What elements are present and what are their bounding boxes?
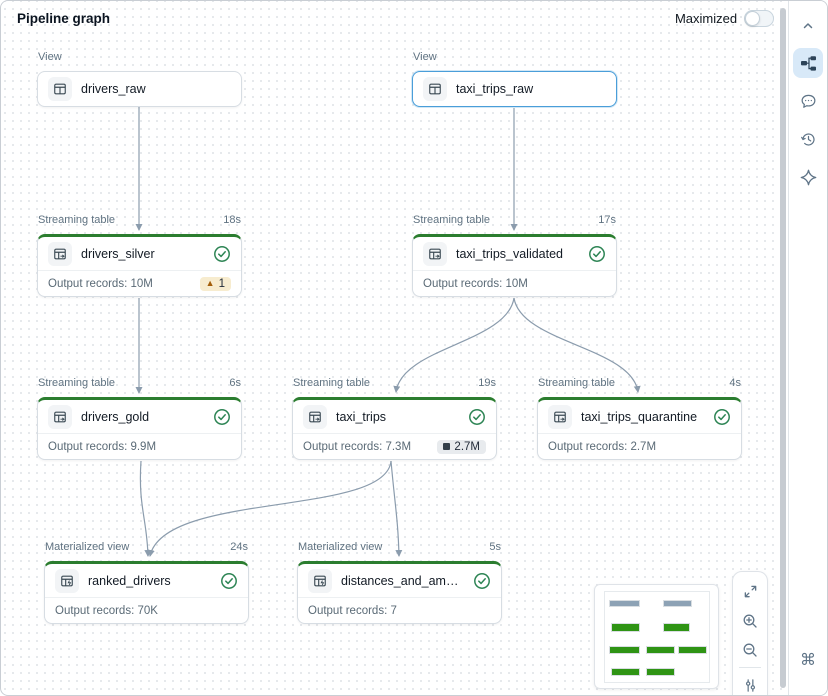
dropped-square-icon — [443, 443, 451, 450]
maximized-toggle[interactable] — [744, 10, 775, 27]
minimap-node — [678, 646, 707, 654]
minimap-node — [646, 668, 675, 676]
command-icon: ⌘ — [800, 652, 817, 669]
node-duration: 18s — [223, 214, 241, 226]
page-title: Pipeline graph — [17, 11, 111, 26]
streaming-table-icon — [548, 404, 572, 429]
success-check-icon — [473, 572, 491, 590]
output-records: Output records: 10M — [423, 277, 528, 290]
warning-badge[interactable]: ▲ 1 — [199, 276, 231, 291]
success-check-icon — [588, 245, 606, 263]
node-duration: 24s — [230, 541, 248, 553]
node-distances-and-amounts[interactable]: Materialized view 5s distances_and_amoun… — [297, 541, 502, 624]
assistant-sparkle-tab[interactable] — [793, 162, 823, 192]
node-drivers-gold[interactable]: Streaming table 6s drivers_gold Output r… — [37, 377, 242, 460]
minimap[interactable] — [594, 584, 719, 689]
output-records: Output records: 10M — [48, 277, 153, 290]
comments-tab[interactable] — [793, 86, 823, 116]
node-kind-label: Streaming table — [293, 377, 371, 389]
node-name: taxi_trips — [336, 409, 387, 424]
success-check-icon — [213, 408, 231, 426]
minimap-viewport — [604, 591, 710, 683]
warning-triangle-icon: ▲ — [205, 278, 215, 288]
node-duration: 17s — [598, 214, 616, 226]
collapse-panel-button[interactable] — [793, 11, 823, 41]
success-check-icon — [213, 245, 231, 263]
node-duration: 5s — [489, 541, 501, 553]
node-kind-label: Materialized view — [45, 541, 130, 553]
canvas-controls — [732, 571, 768, 695]
toggle-knob — [745, 11, 761, 26]
output-records: Output records: 2.7M — [548, 440, 657, 453]
output-records: Output records: 7.3M — [303, 440, 412, 453]
node-kind-label: Streaming table — [538, 377, 616, 389]
node-kind-label: View — [38, 51, 62, 63]
node-name: ranked_drivers — [88, 573, 171, 588]
controls-divider — [739, 667, 761, 668]
graph-canvas[interactable]: Pipeline graph Maximized View drivers_ra… — [1, 1, 790, 695]
minimap-node — [663, 623, 690, 632]
node-duration: 6s — [229, 377, 241, 389]
minimap-node — [646, 646, 675, 654]
view-table-icon — [423, 77, 447, 101]
node-kind-label: Streaming table — [413, 214, 491, 226]
node-name: drivers_gold — [81, 409, 150, 424]
right-sidebar: ⌘ — [789, 1, 827, 695]
node-kind-label: Streaming table — [38, 377, 116, 389]
node-name: taxi_trips_raw — [456, 82, 534, 96]
dropped-records-badge[interactable]: 2.7M — [437, 439, 486, 454]
vertical-scrollbar[interactable] — [780, 8, 787, 688]
node-name: drivers_silver — [81, 246, 155, 261]
node-name: distances_and_amounts_b... — [341, 573, 464, 588]
view-table-icon — [48, 77, 72, 101]
success-check-icon — [468, 408, 486, 426]
maximized-label: Maximized — [674, 11, 738, 26]
materialized-view-icon — [308, 568, 332, 593]
minimap-node — [611, 623, 640, 632]
node-duration: 4s — [729, 377, 741, 389]
output-records: Output records: 7 — [308, 604, 397, 617]
node-taxi-trips-quarantine[interactable]: Streaming table 4s taxi_trips_quarantine… — [537, 377, 742, 460]
output-records: Output records: 70K — [55, 604, 158, 617]
minimap-node — [609, 646, 640, 654]
node-kind-label: Materialized view — [298, 541, 383, 553]
output-records: Output records: 9.9M — [48, 440, 157, 453]
minimap-node — [611, 668, 640, 676]
success-check-icon — [220, 572, 238, 590]
graph-settings-button[interactable] — [736, 672, 764, 695]
node-kind-label: View — [413, 51, 437, 63]
node-duration: 19s — [478, 377, 496, 389]
node-ranked-drivers[interactable]: Materialized view 24s ranked_drivers Out… — [44, 541, 249, 624]
zoom-out-button[interactable] — [736, 636, 764, 663]
node-taxi-trips-validated[interactable]: Streaming table 17s taxi_trips_validated… — [412, 214, 617, 297]
streaming-table-icon — [48, 241, 72, 266]
pipeline-graph-tab[interactable] — [793, 48, 824, 78]
zoom-in-button[interactable] — [736, 607, 764, 634]
node-name: taxi_trips_quarantine — [581, 409, 698, 424]
minimap-node — [663, 600, 692, 607]
node-name: drivers_raw — [81, 82, 146, 96]
node-drivers-raw[interactable]: View drivers_raw — [37, 51, 242, 107]
history-tab[interactable] — [793, 124, 823, 154]
success-check-icon — [713, 408, 731, 426]
streaming-table-icon — [423, 241, 447, 266]
node-taxi-trips-raw[interactable]: View taxi_trips_raw — [412, 51, 617, 107]
node-drivers-silver[interactable]: Streaming table 18s drivers_silver Outpu… — [37, 214, 242, 297]
minimap-node — [609, 600, 640, 607]
command-palette-button[interactable]: ⌘ — [793, 646, 823, 676]
materialized-view-icon — [55, 568, 79, 593]
node-taxi-trips[interactable]: Streaming table 19s taxi_trips Output re… — [292, 377, 497, 460]
streaming-table-icon — [48, 404, 72, 429]
node-name: taxi_trips_validated — [456, 246, 564, 261]
streaming-table-icon — [303, 404, 327, 429]
node-kind-label: Streaming table — [38, 214, 116, 226]
fit-to-screen-button[interactable] — [736, 578, 764, 605]
